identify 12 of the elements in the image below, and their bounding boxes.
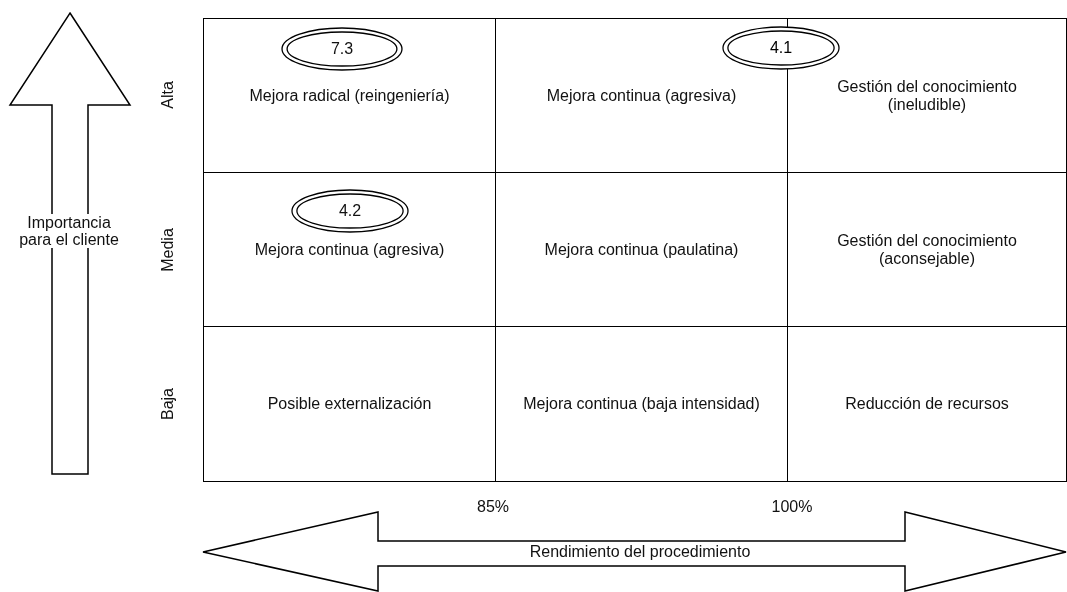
column-threshold-label: 100% — [771, 498, 813, 516]
axis-title: Rendimiento del procedimiento — [529, 543, 751, 561]
score-ellipse: 4.2 — [291, 189, 409, 233]
row-label: Baja — [159, 388, 177, 420]
score-ellipse: 4.1 — [722, 26, 840, 70]
row-label: Alta — [159, 81, 177, 109]
matrix-cell: Reducción de recursos — [787, 326, 1067, 482]
row-label: Media — [159, 228, 177, 272]
matrix-cell: Posible externalización — [203, 326, 496, 482]
score-ellipse: 7.3 — [281, 27, 403, 71]
column-threshold-label: 85% — [477, 498, 509, 516]
matrix-cell: Mejora radical (reingeniería) 7.3 — [203, 18, 496, 173]
